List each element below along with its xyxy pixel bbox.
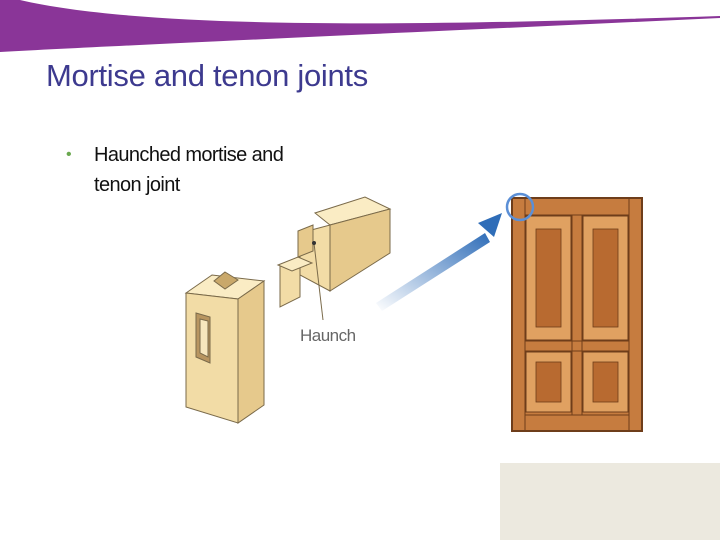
door-panel (582, 215, 629, 341)
bullet-list: • Haunched mortise and tenon joint (66, 140, 324, 200)
corner-decoration (500, 463, 720, 540)
callout-dot (312, 241, 316, 245)
mortise-piece (184, 271, 266, 424)
joint-and-door-illustration: Haunch (184, 192, 643, 432)
bullet-text: Haunched mortise and tenon joint (94, 144, 284, 196)
header-swoosh (0, 0, 720, 52)
haunch-label: Haunch (300, 326, 356, 345)
tenon-piece (276, 196, 392, 308)
bullet-dot-icon: • (66, 146, 72, 163)
arrow-shaft (376, 233, 490, 311)
door (511, 197, 643, 432)
bullet-item: • Haunched mortise and tenon joint (66, 140, 324, 200)
arrow-head-icon (478, 213, 502, 237)
door-panel (525, 351, 572, 413)
door-panel (582, 351, 629, 413)
slide-title: Mortise and tenon joints (46, 58, 368, 93)
door-panel (525, 215, 572, 341)
callout-line (313, 242, 324, 321)
joint-highlight-circle (505, 192, 535, 222)
